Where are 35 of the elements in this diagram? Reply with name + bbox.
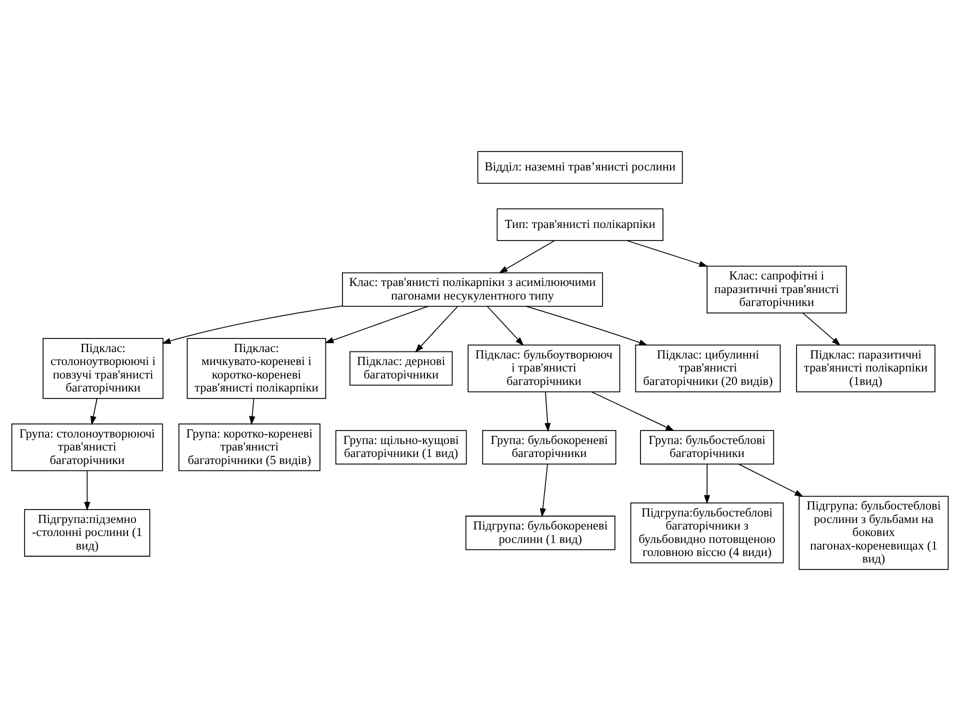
arrow (84, 470, 90, 510)
node-box: Підклас: бульбоутворююч і трав'янисті багаторічники (468, 344, 620, 392)
arrow (162, 304, 343, 344)
node-box: Підклас: дернові багаторічники (350, 350, 453, 386)
arrow (249, 398, 256, 425)
node-box: Підгрупа:бульбостеблові багаторічники з бульбовидно потовщеною головною віссю (4 види) (630, 502, 784, 563)
node-box: Підгрупа: бульбокореневі рослини (1 вид) (465, 515, 616, 550)
node-box: Підгрупа:підземно -столонні рослини (1 вид) (24, 508, 150, 556)
arrow (90, 398, 98, 425)
arrow (591, 390, 675, 431)
arrow (626, 240, 708, 266)
node-box: Підклас: цибулинні трав'янисті багаторічники (20 видів) (635, 344, 781, 392)
node-box: Підклас: мичкувато-кореневі і коротко-кореневі трав'янисті полікарпіки (186, 338, 326, 398)
node-box: Підклас: столоноутворюючі і повзучі трав'янисті багаторічники (42, 338, 164, 398)
node-box: Підклас: паразитичні трав'янисті полікарпіки (1вид) (796, 344, 936, 392)
arrow (704, 463, 710, 504)
arrow (414, 305, 458, 352)
node-box: Група: щільно-кущові багаторічники (1 вид) (335, 430, 467, 464)
arrow (526, 305, 648, 345)
node-box: Група: столоноутворюючі трав'янисті багаторічники (11, 423, 164, 471)
arrow (540, 463, 548, 517)
node-box: Клас: трав'янисті полікарпіки з асимілюючими пагонами несукулентного типу (342, 272, 603, 306)
node-box: Група: бульбокореневі багаторічники (482, 430, 616, 464)
node-box: Тип: трав'янисті полікарпіки (496, 208, 664, 241)
arrow (498, 240, 555, 273)
arrow (738, 463, 804, 496)
node-box: Група: коротко-кореневі трав'янисті багаторічники (5 видів) (178, 423, 320, 471)
node-box: Відділ: наземні трав’янисті рослини (477, 150, 683, 184)
node-box: Підгрупа: бульбостеблові рослини з бульбами на бокових пагонах-кореневищах (1 вид) (798, 495, 949, 570)
arrow (324, 305, 428, 343)
arrow (802, 312, 841, 346)
node-box: Клас: сапрофітні і паразитичні трав'янисті багаторічники (706, 265, 847, 313)
arrow (486, 305, 524, 346)
node-box: Група: бульбостеблові багаторічники (640, 430, 774, 464)
arrow (544, 391, 551, 432)
